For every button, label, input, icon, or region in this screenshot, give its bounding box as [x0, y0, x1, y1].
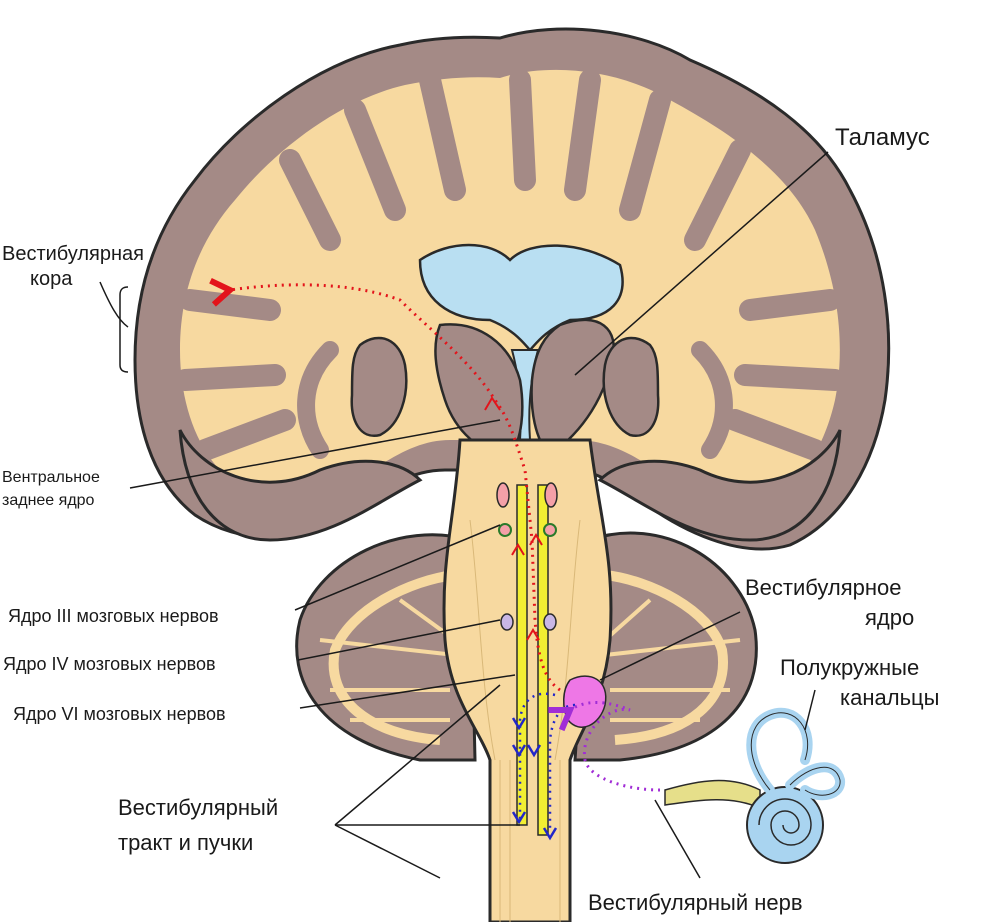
vestibular-tracts [516, 484, 549, 836]
leader-lines [99, 151, 829, 879]
inner-ear [664, 707, 845, 864]
ventral-posterior-nucleus-left [496, 482, 510, 508]
label-semicircular-2: канальцы [840, 685, 939, 710]
descending-vestibular-paths [511, 692, 576, 841]
cochlea [746, 786, 824, 864]
label-nucleus-iv: Ядро IV мозговых нервов [3, 654, 216, 674]
label-vestibular-tract-2: тракт и пучки [118, 830, 253, 855]
label-thalamus: Таламус [835, 124, 930, 151]
nucleus-iv-right [543, 613, 557, 631]
label-vestibular-nucleus-2: ядро [865, 605, 914, 630]
thalamus [434, 318, 615, 457]
lateral-ventricles [418, 243, 624, 352]
basal-ganglia [350, 336, 660, 438]
label-vestibular-nerve: Вестибулярный нерв [588, 890, 803, 915]
temporal-lobes [178, 429, 842, 542]
nucleus-iii-right [543, 523, 557, 537]
nucleus-iv-left [500, 613, 514, 631]
label-vestibular-cortex-2: кора [30, 268, 73, 290]
label-nucleus-iii: Ядро III мозговых нервов [8, 606, 219, 626]
label-nucleus-vi: Ядро VI мозговых нервов [13, 704, 226, 724]
label-vestibular-nucleus-1: Вестибулярное [745, 575, 902, 600]
nucleus-iii-left [498, 523, 512, 537]
label-vestibular-tract-1: Вестибулярный [118, 795, 278, 820]
vestibular-nerve-trunk [664, 779, 761, 810]
ascending-arrowheads [484, 396, 543, 641]
label-ventral-nucleus-1: Вентральное [2, 469, 100, 486]
ventral-posterior-nucleus-right [544, 482, 558, 508]
ascending-vestibular-path [209, 277, 561, 692]
labels: Таламус Вестибулярная кора Вентральное з… [2, 124, 939, 915]
label-vestibular-cortex-1: Вестибулярная [2, 243, 144, 265]
label-semicircular-1: Полукружные [780, 655, 919, 680]
label-ventral-nucleus-2: заднее ядро [2, 492, 95, 509]
